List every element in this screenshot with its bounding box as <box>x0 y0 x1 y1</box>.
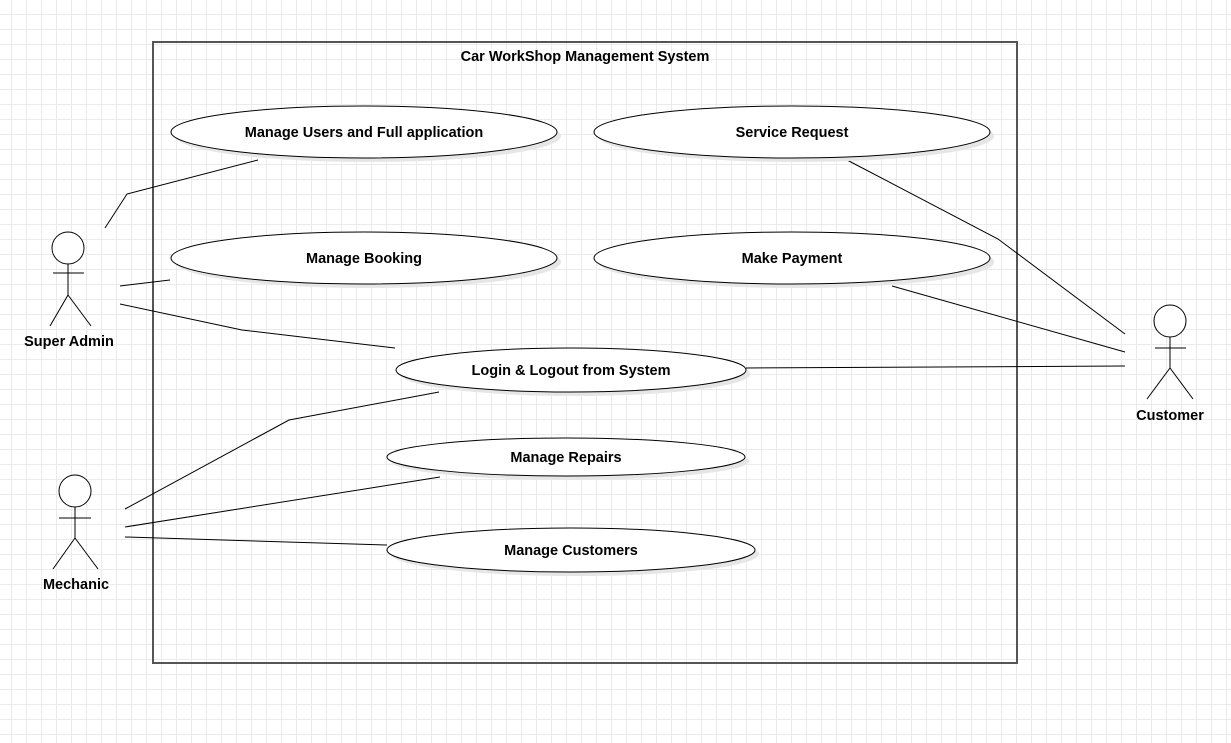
system-boundary[interactable]: Car WorkShop Management System <box>152 41 1018 664</box>
use-case-manage-customers[interactable]: Manage Customers <box>386 527 759 576</box>
assoc-customer-service-request[interactable] <box>846 159 1126 335</box>
assoc-superadmin-manage-booking[interactable] <box>119 279 171 287</box>
use-case-label: Service Request <box>736 125 849 141</box>
use-case-manage-repairs[interactable]: Manage Repairs <box>386 437 749 480</box>
use-case-manage-booking[interactable]: Manage Booking <box>170 231 561 288</box>
actor-customer[interactable]: Customer <box>1136 304 1204 424</box>
use-case-label: Manage Users and Full application <box>245 125 484 141</box>
assoc-mechanic-manage-repairs[interactable] <box>124 476 441 528</box>
actor-label: Mechanic <box>43 577 109 593</box>
assoc-superadmin-manage-users[interactable] <box>104 159 259 229</box>
use-case-label: Manage Customers <box>504 543 638 559</box>
assoc-mechanic-login[interactable] <box>124 391 440 510</box>
actor-label: Super Admin <box>24 334 114 350</box>
use-case-label: Login & Logout from System <box>472 363 671 379</box>
use-case-label: Manage Repairs <box>510 450 621 466</box>
stick-figure-icon <box>1146 304 1194 400</box>
stick-figure-icon <box>52 474 99 570</box>
use-case-manage-users[interactable]: Manage Users and Full application <box>170 105 561 162</box>
actor-super-admin[interactable]: Super Admin <box>24 231 114 350</box>
use-case-login-logout[interactable]: Login & Logout from System <box>395 347 750 396</box>
system-title: Car WorkShop Management System <box>461 49 710 65</box>
associations <box>104 159 1126 546</box>
assoc-superadmin-login[interactable] <box>119 303 396 349</box>
stick-figure-icon <box>49 231 92 327</box>
assoc-customer-make-payment[interactable] <box>891 285 1126 353</box>
use-case-label: Manage Booking <box>306 251 422 267</box>
actor-mechanic[interactable]: Mechanic <box>43 474 109 593</box>
assoc-mechanic-manage-customers[interactable] <box>124 536 388 546</box>
assoc-customer-login[interactable] <box>745 365 1126 369</box>
use-case-make-payment[interactable]: Make Payment <box>593 231 994 288</box>
actor-label: Customer <box>1136 408 1204 424</box>
use-case-label: Make Payment <box>742 251 843 267</box>
use-case-service-request[interactable]: Service Request <box>593 105 994 162</box>
